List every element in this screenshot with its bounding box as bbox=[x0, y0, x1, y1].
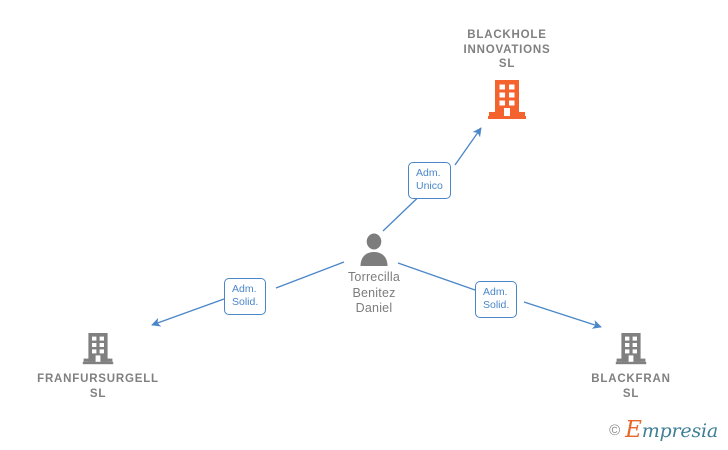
node-company-right[interactable]: BLACKFRAN SL bbox=[546, 331, 716, 401]
edge-person-to-left bbox=[151, 261, 345, 327]
edge-label-adm-solid-right[interactable]: Adm. Solid. bbox=[475, 281, 518, 318]
watermark: © Empresia bbox=[609, 419, 718, 442]
building-icon bbox=[422, 78, 592, 122]
node-company-left-label: FRANFURSURGELL SL bbox=[37, 373, 159, 400]
node-person-label: Torrecilla Benitez Daniel bbox=[347, 270, 400, 315]
node-target-company-label: BLACKHOLE INNOVATIONS SL bbox=[463, 29, 551, 70]
brand-rest: mpresia bbox=[641, 420, 718, 442]
building-icon bbox=[13, 331, 183, 367]
brand-initial: E bbox=[625, 417, 642, 443]
building-icon bbox=[546, 331, 716, 367]
edge-person-to-right bbox=[397, 262, 602, 329]
brand-logo-text: Empresia bbox=[625, 419, 718, 442]
edge-label-adm-unico[interactable]: Adm. Unico bbox=[408, 162, 451, 199]
person-icon bbox=[289, 232, 459, 266]
edge-label-adm-solid-left[interactable]: Adm. Solid. bbox=[224, 278, 267, 315]
node-person[interactable]: Torrecilla Benitez Daniel bbox=[289, 232, 459, 317]
node-company-right-label: BLACKFRAN SL bbox=[591, 373, 671, 400]
node-target-company[interactable]: BLACKHOLE INNOVATIONS SL bbox=[422, 28, 592, 122]
copyright-symbol: © bbox=[609, 422, 621, 439]
node-company-left[interactable]: FRANFURSURGELL SL bbox=[13, 331, 183, 401]
